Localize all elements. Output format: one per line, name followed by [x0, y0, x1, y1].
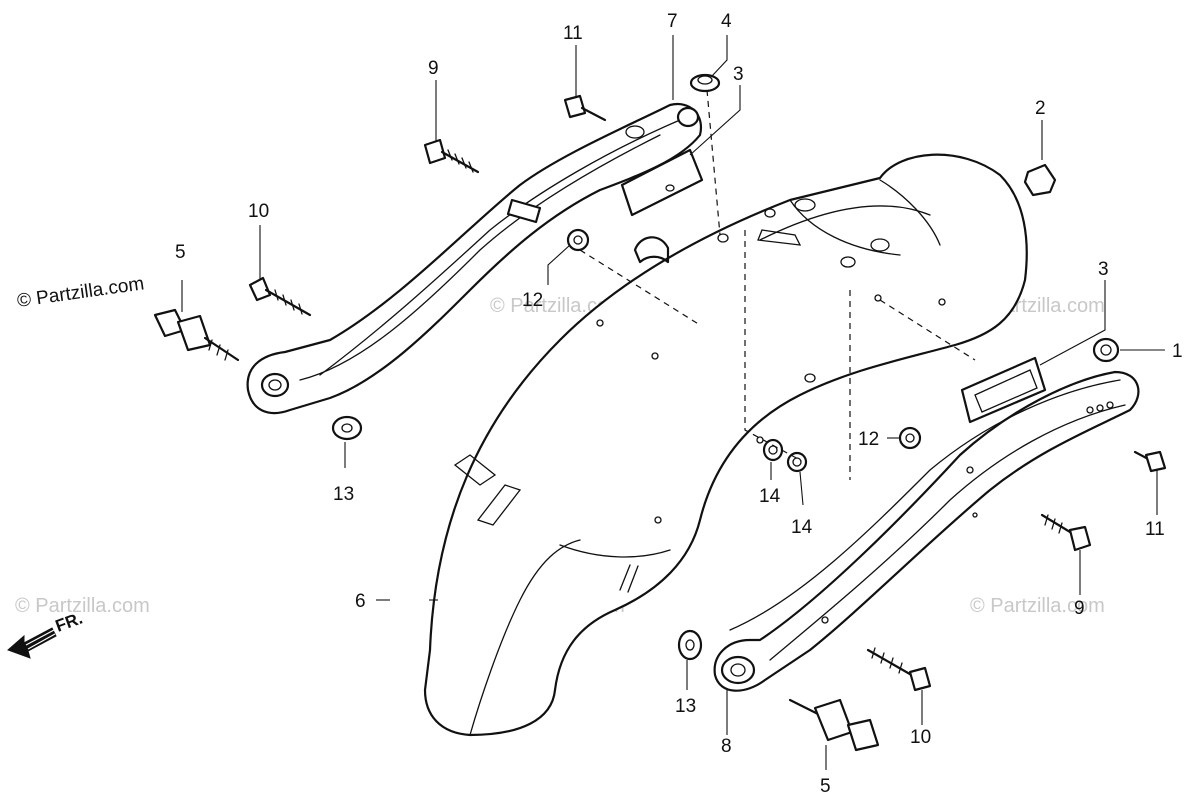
bolt-9-upper	[423, 138, 480, 174]
callout-13: 13	[333, 484, 354, 505]
callout-1: 1	[1172, 341, 1183, 362]
nut-12-lower	[898, 426, 922, 450]
leader-lines	[181, 35, 1165, 770]
callout-12: 12	[522, 290, 543, 311]
bolt-11-upper	[563, 94, 607, 122]
callout-9: 9	[428, 58, 439, 79]
watermark: © Partzilla.com	[970, 595, 1105, 617]
callout-12: 12	[858, 429, 879, 450]
copyright-text: © Partzilla.com	[16, 273, 146, 312]
rear-fender	[423, 153, 1028, 737]
callout-14: 14	[759, 486, 781, 507]
mount-5-upper	[153, 308, 240, 362]
callouts: 1 2 3 3 4 5 5 6 7 8 9 9 10 10 11 11 12 1…	[175, 11, 1183, 797]
callout-13: 13	[675, 696, 696, 717]
callout-11: 11	[1145, 519, 1165, 540]
collar-14-b	[786, 451, 808, 473]
bolt-9-lower	[1040, 513, 1092, 552]
reflector-upper	[620, 148, 704, 217]
callout-3: 3	[1098, 259, 1109, 280]
callout-5: 5	[820, 776, 831, 797]
bolt-10-upper	[248, 276, 312, 317]
nut-12-upper	[566, 228, 590, 252]
nut-2	[1023, 163, 1057, 197]
left-stay	[246, 102, 703, 415]
callout-2: 2	[1035, 98, 1046, 119]
bolt-10-lower	[866, 647, 932, 692]
callout-10: 10	[248, 201, 269, 222]
grommet-4	[689, 73, 721, 93]
washer-13-upper	[331, 415, 363, 441]
callout-10: 10	[910, 727, 931, 748]
callout-5: 5	[175, 242, 186, 263]
callout-9: 9	[1074, 598, 1085, 619]
callout-4: 4	[721, 11, 732, 32]
bolt-11-lower	[1133, 450, 1167, 473]
mount-5-lower	[788, 698, 880, 752]
collar-14-a	[762, 438, 784, 462]
callout-11: 11	[563, 23, 583, 44]
callout-8: 8	[721, 736, 732, 757]
callout-7: 7	[667, 11, 678, 32]
assembly-lines	[579, 89, 976, 480]
front-direction-indicator: FR.	[7, 609, 85, 659]
callout-6: 6	[355, 591, 366, 612]
reflector-lower	[960, 356, 1047, 424]
callout-3: 3	[733, 64, 744, 85]
right-stay	[713, 370, 1140, 692]
nut-1	[1092, 337, 1120, 363]
callout-14: 14	[791, 517, 813, 538]
washer-13-lower	[677, 629, 703, 661]
watermark: © Partzilla.com	[15, 595, 150, 617]
